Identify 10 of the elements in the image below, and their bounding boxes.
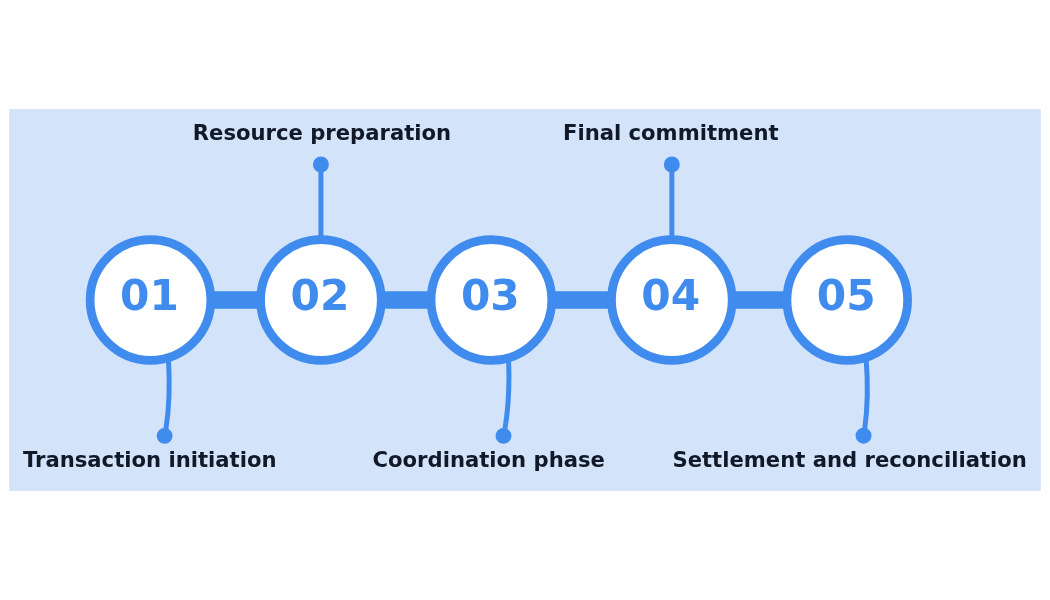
- node-text: Resource preparation: [192, 120, 452, 146]
- node-circle: 02: [256, 235, 386, 365]
- node-text: Transaction initiation: [22, 447, 277, 473]
- node-text: Coordination phase: [372, 447, 605, 473]
- node-circle: 03: [426, 235, 557, 365]
- node-text: Settlement and reconciliation: [672, 447, 1027, 473]
- node-text: Final commitment: [562, 120, 779, 146]
- node-circle: 01: [85, 235, 216, 365]
- node-circle: 04: [607, 235, 737, 365]
- node-circle: 05: [782, 235, 912, 365]
